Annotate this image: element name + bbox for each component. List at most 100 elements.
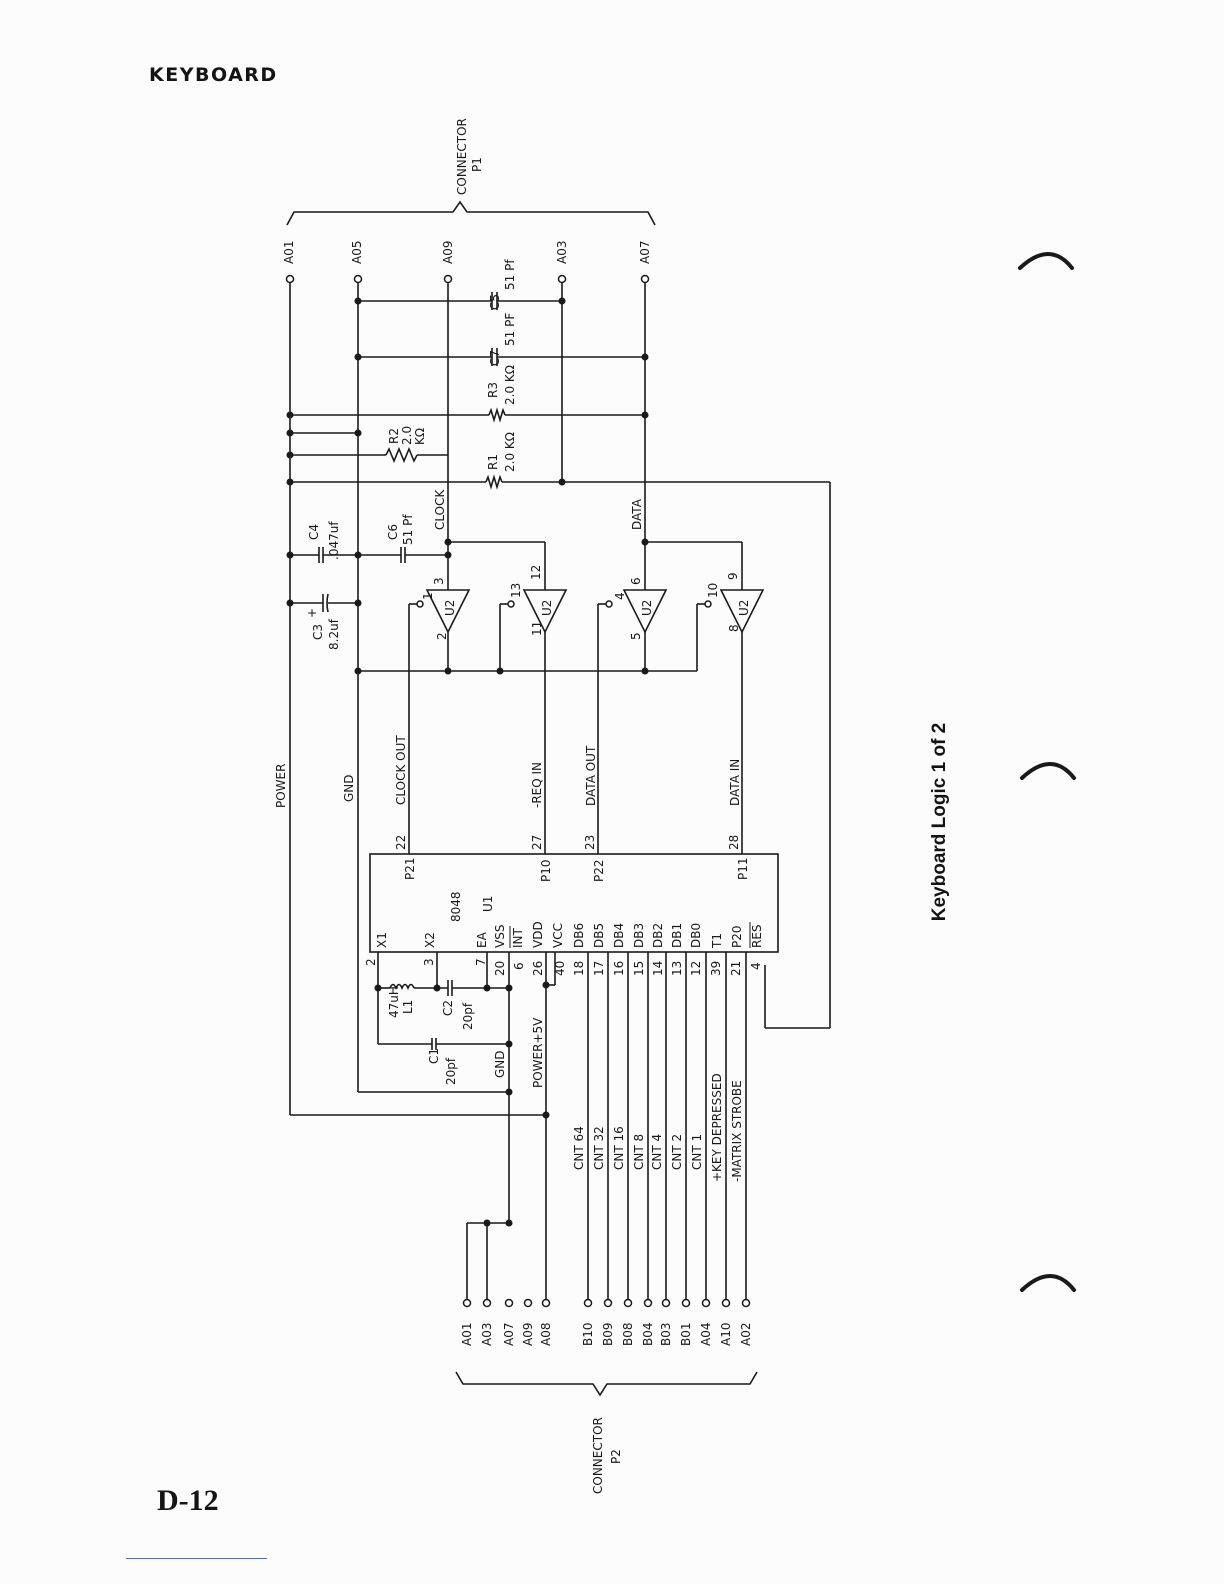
u1-pin-name: VCC [551, 923, 565, 948]
c6-value: 51 Pf [401, 514, 415, 545]
gate-pin: 11 [530, 621, 544, 636]
gate-pin: 10 [706, 583, 720, 598]
u1-pin-name: VDD [531, 921, 545, 948]
signal-label: CNT 4 [650, 1134, 664, 1170]
gate-pin: 4 [613, 592, 627, 600]
p2-pin-label: A04 [699, 1323, 713, 1346]
connector-p1-sub: P1 [470, 157, 484, 172]
c6-ref: C6 [386, 524, 400, 540]
r2-value: 2.0 [400, 426, 414, 445]
footer-rule [126, 1558, 267, 1559]
power-net-label: POWER [274, 764, 288, 808]
u1-pin-name: VSS [493, 925, 507, 948]
u1-pin-number: 40 [553, 961, 567, 976]
wires [286, 200, 831, 1397]
u1-pin-name: DB4 [612, 923, 626, 948]
connector-p1-brace [286, 200, 656, 226]
clock-net-label: CLOCK [433, 489, 447, 530]
r2-ref: R2 [387, 428, 401, 444]
u2-buffer-gate [522, 589, 568, 634]
u1-pin-number: 26 [531, 961, 545, 976]
u1-pin-name: INT [511, 927, 525, 948]
u1-pin-name: T1 [710, 933, 724, 949]
u2-buffer-gate [622, 589, 668, 634]
u1-pin-number: 7 [474, 958, 488, 966]
u1-part-label: 8048 [449, 891, 463, 922]
u1-pin-name: P21 [403, 857, 417, 880]
u1-pin-number: 39 [709, 961, 723, 976]
p2-pin-label: B04 [641, 1322, 655, 1346]
connector-p2-brace [455, 1371, 758, 1397]
connector-p2-terminals [462, 1298, 751, 1308]
figure-caption: Keyboard Logic 1 of 2 [929, 722, 950, 922]
u1-pin-number: 15 [632, 961, 646, 976]
u1-pin-number: 22 [394, 835, 408, 850]
u1-pin-name: DB5 [592, 923, 606, 948]
u2-buffer-gate [719, 589, 765, 634]
c3-ref: C3 [311, 624, 325, 640]
signal-label: +KEY DEPRESSED [710, 1073, 724, 1182]
u1-pin-number: 14 [651, 961, 665, 976]
p1-pin-label: A07 [638, 241, 652, 264]
p2-pin-label: B03 [659, 1322, 673, 1346]
junction-dots [286, 297, 649, 1227]
c1-value: 20pf [444, 1057, 458, 1085]
u2-gates [416, 589, 765, 634]
gate-pin: 5 [629, 632, 643, 640]
u1-pin-number: 28 [727, 835, 741, 850]
req-in-label: -REQ IN [530, 762, 544, 808]
u1-pin-number: 23 [583, 835, 597, 850]
connector-p2-sub: P2 [609, 1449, 623, 1464]
signal-label: CNT 64 [572, 1126, 586, 1170]
p1-pin-label: A01 [282, 241, 296, 264]
u1-pin-number: 18 [572, 961, 586, 976]
p2-pin-label: B08 [621, 1322, 635, 1346]
u1-pin-number: 17 [592, 961, 606, 976]
p2-pin-label: A08 [539, 1323, 553, 1346]
l1-value: 47uH [387, 986, 401, 1018]
page-number: D-12 [157, 1484, 219, 1517]
gate-pin: 13 [509, 583, 523, 598]
c2-value: 20pf [461, 1002, 475, 1030]
u1-pin-name: P10 [539, 859, 553, 882]
p2-pin-label: B01 [679, 1322, 693, 1346]
p1-pin-label: A03 [555, 241, 569, 264]
u1-pin-number: 4 [749, 962, 763, 970]
c7-ref: C7 [488, 350, 502, 366]
u1-pin-name: DB2 [651, 923, 665, 948]
signal-label: CNT 8 [632, 1134, 646, 1170]
gate-pin: 12 [529, 565, 543, 580]
gate-pin: 6 [629, 577, 643, 585]
data-out-label: DATA OUT [584, 745, 598, 806]
u1-pin-name: DB6 [572, 923, 586, 948]
signal-label: CNT 16 [612, 1126, 626, 1170]
connector-p2-label: CONNECTOR [591, 1417, 605, 1494]
u2-ref: U2 [540, 600, 554, 616]
c2-ref: C2 [441, 1000, 455, 1016]
p2-pin-label: A02 [739, 1323, 753, 1346]
u1-pin-name: DB1 [670, 923, 684, 948]
signal-label: -MATRIX STROBE [730, 1080, 744, 1182]
p2-pin-label: A03 [480, 1323, 494, 1346]
gate-pin: 8 [727, 624, 741, 632]
u1-pin-name: DB0 [689, 923, 703, 948]
gate-pin: 2 [435, 632, 449, 640]
gnd-label: GND [493, 1050, 507, 1078]
u1-pin-name: P11 [736, 857, 750, 880]
u1-pin-number: 16 [612, 961, 626, 976]
c3-value: 8.2uf [327, 618, 341, 650]
p2-pin-label: A01 [460, 1323, 474, 1346]
u1-pin-name: P20 [730, 925, 744, 948]
page-header: KEYBOARD [149, 64, 278, 86]
u1-pin-number: 27 [530, 835, 544, 850]
u1-pin-name: RES [750, 924, 764, 948]
u2-buffer-gate [425, 589, 471, 634]
u1-pin-number: 12 [689, 961, 703, 976]
data-in-label: DATA IN [728, 759, 742, 806]
power-5v-label: POWER+5V [531, 1017, 545, 1088]
u1-pin-name: DB3 [632, 923, 646, 948]
r1-ref: R1 [486, 454, 500, 470]
r2-unit: KΩ [413, 428, 427, 445]
u2-ref: U2 [737, 600, 751, 616]
